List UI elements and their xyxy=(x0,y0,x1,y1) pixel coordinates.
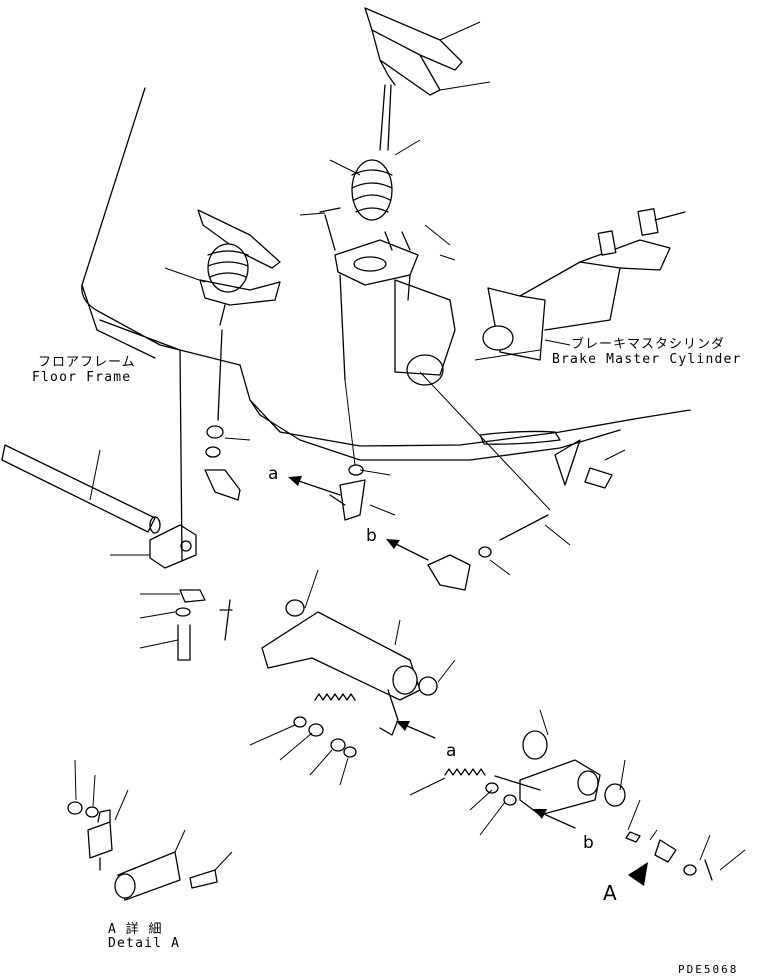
master-cylinder xyxy=(394,208,686,386)
ref-a-bottom-label: a xyxy=(446,741,457,761)
floor-frame-en-label: Floor Frame xyxy=(32,370,132,385)
view-arrow-icon xyxy=(628,862,648,886)
floor-frame-jp-label: フロアフレーム xyxy=(38,355,136,370)
upper-bracket xyxy=(299,207,456,381)
brake-master-en-label: Brake Master Cylinder xyxy=(552,352,742,367)
left-hardware xyxy=(110,524,206,661)
floor-frame xyxy=(81,87,691,561)
cross-shaft xyxy=(1,444,161,534)
reference-arrows xyxy=(288,476,648,886)
detail-a-en-label: Detail A xyxy=(108,936,181,951)
detail-a xyxy=(67,759,233,901)
spring-assembly xyxy=(249,693,357,786)
upper-pedal xyxy=(329,7,491,221)
drawing-code: PDE5068 xyxy=(678,963,739,976)
rod-ends xyxy=(204,371,626,591)
lower-bracket xyxy=(409,709,746,881)
detail-a-jp-label: A 詳 細 xyxy=(108,922,163,937)
view-a-label: A xyxy=(603,881,617,905)
pedal-lever xyxy=(219,569,456,736)
ref-b-bottom-label: b xyxy=(583,833,594,853)
ref-a-top-label: a xyxy=(268,464,279,484)
ref-b-top-label: b xyxy=(366,526,377,546)
brake-master-jp-label: ブレーキマスタシリンダ xyxy=(571,337,726,352)
left-pedal xyxy=(164,209,281,421)
